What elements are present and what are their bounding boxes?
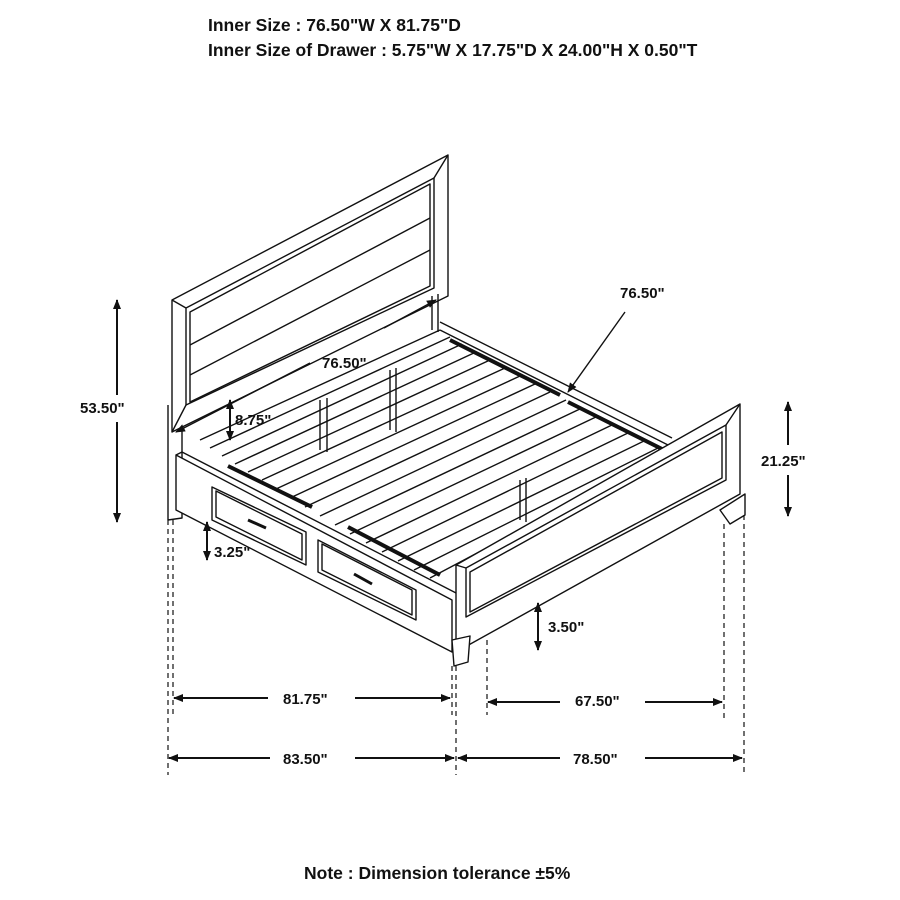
drawer-inner-size-label: Inner Size of Drawer : 5.75"W X 17.75"D … <box>208 40 698 60</box>
tolerance-note: Note : Dimension tolerance ±5% <box>304 863 571 883</box>
dim-inner-length: 81.75" <box>283 691 328 708</box>
extension-lines <box>167 515 745 775</box>
dim-drawer-clearance: 3.25" <box>214 544 250 561</box>
dim-inner-width-callout: 76.50" <box>620 285 665 302</box>
drawer-2 <box>317 539 417 621</box>
drawer-1 <box>211 486 307 566</box>
inner-size-label: Inner Size : 76.50"W X 81.75"D <box>208 15 461 35</box>
dim-footboard-inner-width: 67.50" <box>575 693 620 710</box>
bed-line-art <box>167 154 746 667</box>
dimension-arrows <box>113 299 792 762</box>
side-rail-drawers <box>175 451 459 653</box>
dim-outer-length: 83.50" <box>283 751 328 768</box>
dim-inner-width-headboard: 76.50" <box>322 355 367 372</box>
dim-footboard-height: 21.25" <box>761 453 806 470</box>
dim-headboard-height: 53.50" <box>80 400 125 417</box>
footboard <box>451 403 746 667</box>
dim-footboard-clearance: 3.50" <box>548 619 584 636</box>
dim-outer-width: 78.50" <box>573 751 618 768</box>
dim-rail-height: 8.75" <box>235 412 271 429</box>
center-beams <box>227 338 669 577</box>
headboard <box>167 154 449 521</box>
